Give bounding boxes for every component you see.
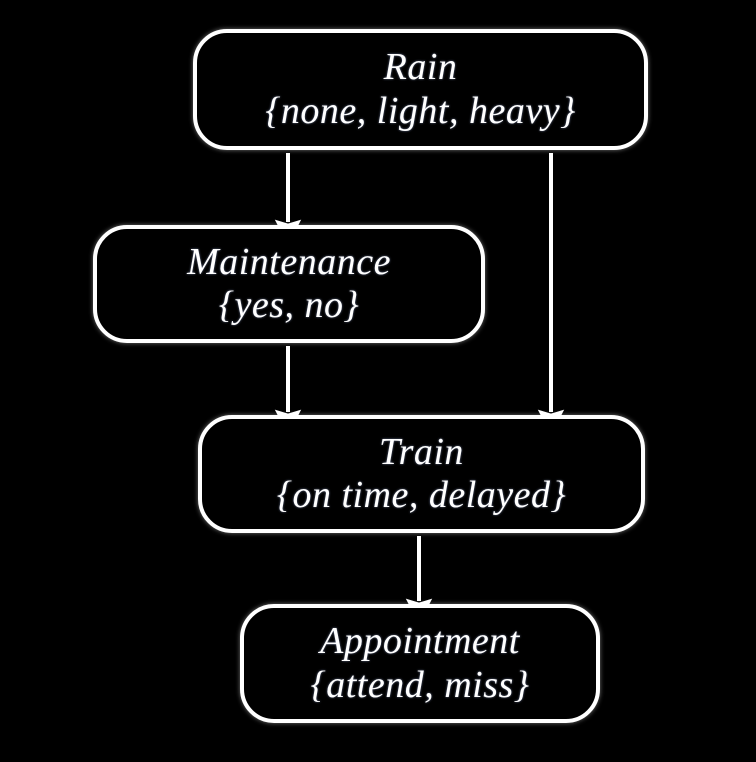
node-maintenance-states: {yes, no} — [218, 284, 360, 326]
node-maintenance[interactable]: Maintenance {yes, no} — [93, 225, 485, 343]
node-train[interactable]: Train {on time, delayed} — [198, 415, 645, 533]
node-rain-states: {none, light, heavy} — [265, 89, 576, 132]
node-rain[interactable]: Rain {none, light, heavy} — [193, 29, 648, 150]
node-appointment-states: {attend, miss} — [310, 663, 530, 706]
node-rain-title: Rain — [383, 46, 458, 89]
node-appointment[interactable]: Appointment {attend, miss} — [240, 604, 600, 723]
node-train-title: Train — [379, 430, 464, 473]
node-train-states: {on time, delayed} — [276, 474, 567, 516]
node-maintenance-title: Maintenance — [187, 240, 391, 283]
node-appointment-title: Appointment — [320, 620, 520, 663]
